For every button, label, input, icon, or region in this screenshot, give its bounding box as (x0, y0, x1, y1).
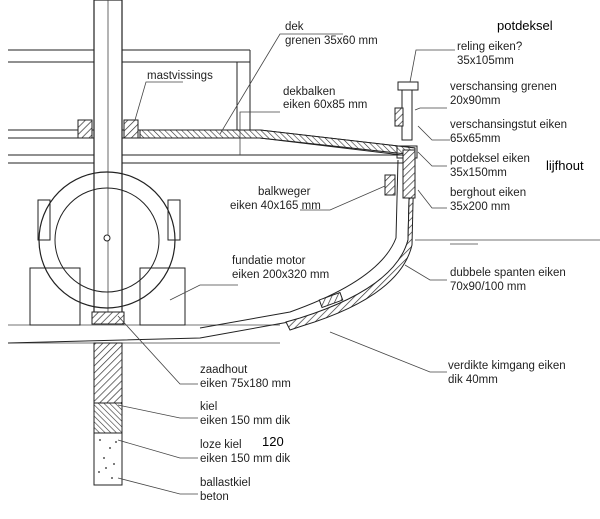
label-spanten-2: 70x90/100 mm (450, 281, 526, 293)
label-balkweger-1: balkweger (258, 186, 311, 198)
label-lozekiel-note: 120 (262, 434, 284, 449)
label-potdeksel-1: potdeksel eiken (450, 153, 530, 165)
label-kiel-2: eiken 150 mm dik (200, 415, 290, 427)
label-berghout-2: 35x200 mm (450, 201, 510, 213)
label-spanten-1: dubbele spanten eiken (450, 267, 566, 279)
label-potdeksel-2: 35x150mm (450, 167, 507, 179)
deck (8, 129, 416, 164)
label-dekbalken-1: dekbalken (283, 86, 335, 98)
label-balkweger-2: eiken 40x165 mm (230, 200, 321, 212)
label-zaadhout-1: zaadhout (200, 364, 248, 376)
label-mastvissings: mastvissings (147, 70, 213, 82)
mast (77, 0, 139, 325)
label-berghout-1: berghout eiken (450, 187, 526, 199)
label-kiel-1: kiel (200, 401, 217, 413)
label-verschansingstut-2: 65x65mm (450, 133, 501, 145)
label-zaadhout-2: eiken 75x180 mm (200, 378, 291, 390)
label-lozekiel-2: eiken 150 mm dik (200, 453, 290, 465)
label-verschansingstut-1: verschansingstut eiken (450, 119, 567, 131)
leader-lines (117, 33, 455, 495)
labels: potdeksel dek grenen 35x60 mm mastvissin… (147, 18, 584, 503)
label-ballast-2: beton (200, 491, 229, 503)
label-verschansing-2: 20x90mm (450, 95, 501, 107)
label-verschansing-1: verschansing grenen (450, 81, 557, 93)
label-kimgang-2: dik 40mm (448, 374, 498, 386)
label-ballast-1: ballastkiel (200, 477, 251, 489)
keel (93, 342, 123, 486)
label-fundatie-2: eiken 200x320 mm (232, 269, 329, 281)
label-fundatie-1: fundatie motor (232, 255, 306, 267)
label-dek-2: grenen 35x60 mm (285, 35, 378, 47)
label-reling-1: reling eiken? (457, 41, 522, 53)
label-kimgang-1: verdikte kimgang eiken (448, 360, 566, 372)
label-dek-1: dek (285, 21, 304, 33)
title-potdeksel: potdeksel (497, 18, 553, 33)
label-lozekiel-1: loze kiel (200, 439, 242, 451)
label-dekbalken-2: eiken 60x85 mm (283, 99, 367, 111)
hull (7, 159, 415, 344)
gunwale-assembly (384, 81, 419, 199)
label-lijfhout: lijfhout (546, 158, 584, 173)
motor (29, 171, 186, 326)
label-reling-2: 35x105mm (457, 55, 514, 67)
